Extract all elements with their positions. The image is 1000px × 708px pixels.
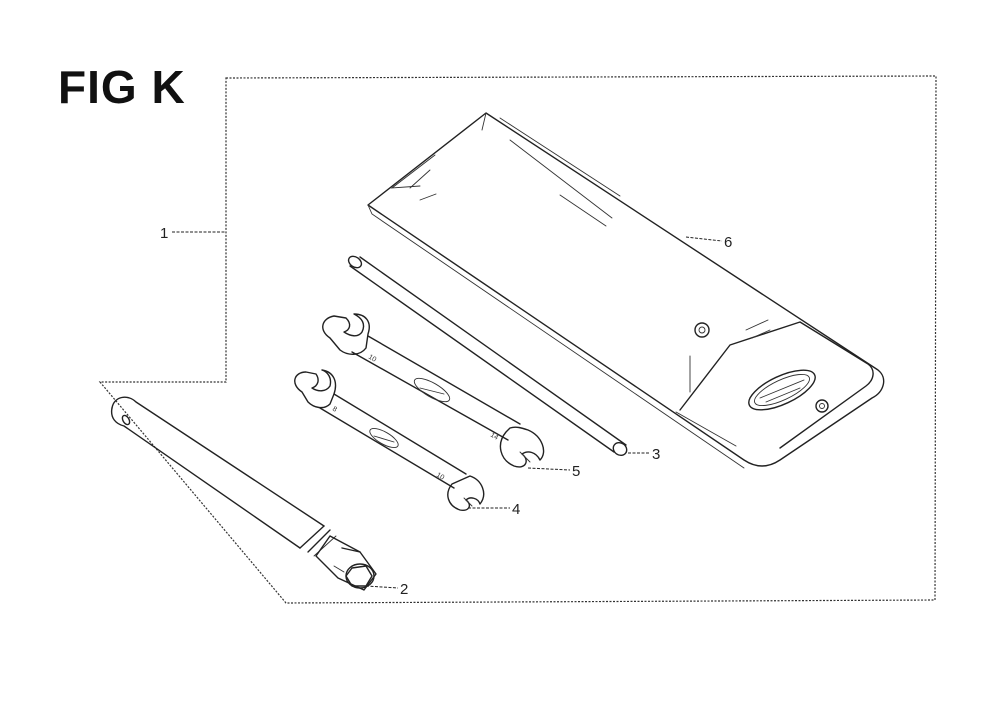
wrench-small: 8 10 bbox=[294, 369, 485, 512]
spark-plug-wrench bbox=[110, 396, 377, 591]
wrench-small-marking-a: 8 bbox=[331, 406, 338, 414]
wrench-small-marking-b: 10 bbox=[435, 472, 445, 482]
callout-5-leader bbox=[527, 467, 571, 471]
callout-2-leader bbox=[365, 585, 399, 589]
wrench-large-marking-a: 10 bbox=[367, 354, 377, 364]
callout-1-label: 1 bbox=[160, 225, 168, 242]
tool-bag bbox=[367, 112, 885, 469]
wrench-large-marking-b: 14 bbox=[489, 432, 499, 442]
wrench-large: 10 14 bbox=[322, 313, 545, 468]
callout-6-label: 6 bbox=[724, 234, 732, 251]
callout-6-leader bbox=[685, 236, 723, 242]
callout-3-label: 3 bbox=[652, 446, 660, 463]
figure-title: FIG K bbox=[58, 61, 186, 113]
handle-bar bbox=[347, 255, 628, 457]
assembly-frame bbox=[98, 75, 937, 604]
callout-2-label: 2 bbox=[400, 581, 408, 598]
callout-4-label: 4 bbox=[512, 501, 520, 518]
callout-5-label: 5 bbox=[572, 463, 580, 480]
